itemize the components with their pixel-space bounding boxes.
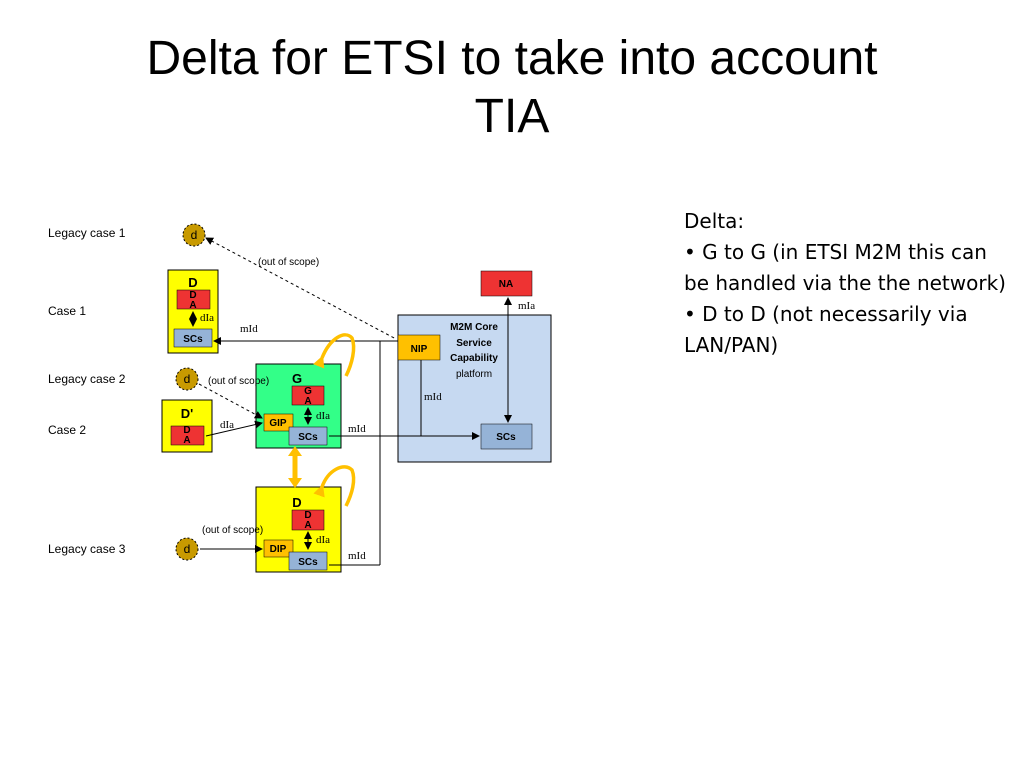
legacy-device-2-label: d xyxy=(184,372,191,386)
case3-scs xyxy=(288,551,328,571)
row-label-legacy-case-3: Legacy case 3 xyxy=(48,542,126,556)
case1-device-label: D xyxy=(188,275,197,290)
svg-text:(out of scope): (out of scope) xyxy=(208,376,269,387)
slide-title-line2: TIA xyxy=(474,90,550,143)
svg-text:D: D xyxy=(183,425,190,436)
svg-text:Capability: Capability xyxy=(450,353,498,364)
legacy-device-3-label: d xyxy=(184,542,191,556)
dia-links: dIa xyxy=(200,419,263,553)
svg-text:DIP: DIP xyxy=(270,544,287,555)
core-scs xyxy=(480,423,533,450)
svg-text:M2M Core: M2M Core xyxy=(450,322,498,333)
m2m-core-platform: M2M Core Service Capability platform NIP… xyxy=(397,314,552,463)
svg-text:(out of scope): (out of scope) xyxy=(202,525,263,536)
svg-text:G: G xyxy=(304,386,312,397)
svg-text:SCs: SCs xyxy=(298,557,318,568)
svg-text:SCs: SCs xyxy=(298,432,318,443)
case2-device-label: D' xyxy=(181,406,193,421)
case2-device-box: D' D A xyxy=(161,399,213,453)
core-nip xyxy=(397,334,441,361)
gateway-label: G xyxy=(292,371,302,386)
case3-dip xyxy=(263,539,294,558)
network-application: NA mIa xyxy=(480,270,535,423)
row-label-legacy-case-1: Legacy case 1 xyxy=(48,226,126,240)
case1-scs xyxy=(173,328,213,348)
case3-device-label: D xyxy=(292,495,301,510)
orange-highlight-arrows xyxy=(288,333,356,507)
slide-title-line1: Delta for ETSI to take into account xyxy=(146,32,878,85)
delta-bullet-d-to-d: • D to D (not necessarily via LAN/PAN) xyxy=(684,302,968,357)
case1-device-box: D D A SCs dIa xyxy=(167,269,219,354)
svg-text:Service: Service xyxy=(456,338,492,349)
gateway-box: G G A GIP SCs dIa xyxy=(255,363,342,449)
case2-device-app xyxy=(170,425,205,446)
case3-device-app xyxy=(291,509,325,531)
legacy-device-2: d xyxy=(175,367,199,391)
delta-heading: Delta: xyxy=(684,209,745,233)
svg-text:dIa: dIa xyxy=(220,419,234,431)
mid-connections: mId mId mId xyxy=(213,323,480,566)
svg-text:dIa: dIa xyxy=(316,534,330,546)
row-label-legacy-case-2: Legacy case 2 xyxy=(48,372,126,386)
svg-text:mId: mId xyxy=(240,323,258,335)
svg-text:mId: mId xyxy=(424,391,442,403)
svg-text:mIa: mIa xyxy=(518,300,535,312)
gateway-gip xyxy=(263,413,294,432)
case1-device-app xyxy=(176,289,211,310)
svg-text:A: A xyxy=(183,435,190,446)
svg-text:dIa: dIa xyxy=(200,312,214,324)
svg-text:mId: mId xyxy=(348,550,366,562)
svg-text:NA: NA xyxy=(499,279,513,290)
svg-text:mId: mId xyxy=(348,423,366,435)
legacy-device-1: d xyxy=(182,223,206,247)
svg-text:dIa: dIa xyxy=(316,410,330,422)
svg-text:SCs: SCs xyxy=(183,334,203,345)
svg-text:D: D xyxy=(189,290,196,301)
legacy-device-3: d xyxy=(175,537,199,561)
svg-text:A: A xyxy=(304,520,311,531)
slide-title: Delta for ETSI to take into account TIA xyxy=(40,30,984,146)
svg-text:SCs: SCs xyxy=(496,432,516,443)
out-of-scope-links: (out of scope) (out of scope) (out of sc… xyxy=(198,237,397,536)
row-label-case-2: Case 2 xyxy=(48,423,86,437)
gateway-scs xyxy=(288,426,328,446)
svg-text:NIP: NIP xyxy=(411,344,428,355)
svg-text:GIP: GIP xyxy=(269,418,287,429)
delta-bullet-g-to-g: • G to G (in ETSI M2M this can be handle… xyxy=(684,240,1006,295)
svg-text:platform: platform xyxy=(456,369,492,380)
case3-device-box: D D A DIP SCs dIa xyxy=(255,486,342,573)
svg-text:A: A xyxy=(304,396,311,407)
gateway-app xyxy=(291,385,325,406)
svg-text:D: D xyxy=(304,510,311,521)
svg-text:A: A xyxy=(189,300,196,311)
legacy-device-1-label: d xyxy=(191,228,198,242)
svg-text:(out of scope): (out of scope) xyxy=(258,257,319,268)
delta-notes: Delta: • G to G (in ETSI M2M this can be… xyxy=(684,206,1014,361)
row-label-case-1: Case 1 xyxy=(48,304,86,318)
